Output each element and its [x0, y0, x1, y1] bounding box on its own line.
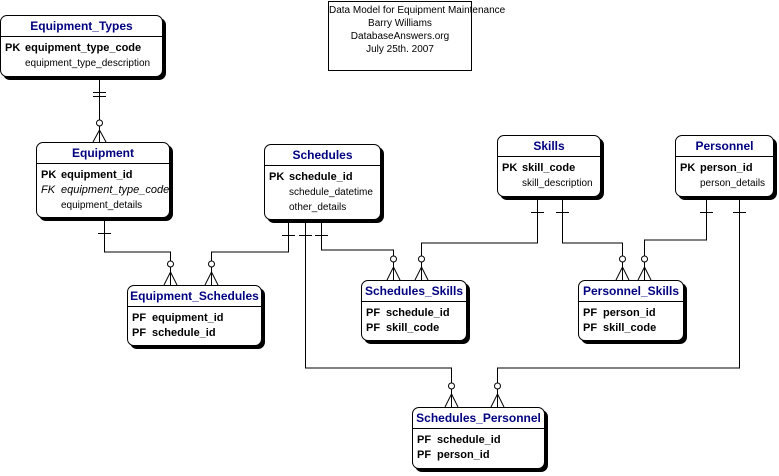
- attribute-row: equipment_type_description: [1, 56, 162, 71]
- attribute-row: PK equipment_type_code: [1, 41, 162, 56]
- attribute-row: skill_description: [498, 176, 600, 191]
- attribute-name: skill_code: [603, 322, 657, 334]
- entity-equipment-schedules[interactable]: Equipment_Schedules PF equipment_id PF s…: [127, 285, 262, 346]
- attribute-row: PF schedule_id: [128, 326, 261, 341]
- entity-title: Skills: [498, 136, 600, 157]
- attribute-row: schedule_datetime: [265, 185, 380, 200]
- relationship-skills-schedules-skills: [414, 197, 544, 281]
- entity-title: Equipment_Types: [1, 16, 162, 37]
- attribute-row: other_details: [265, 200, 380, 215]
- entity-skills[interactable]: Skills PK skill_code skill_description: [497, 135, 601, 197]
- attribute-name: equipment_type_code: [25, 42, 142, 54]
- attribute-row: PK schedule_id: [265, 170, 380, 185]
- attribute-name: other_details: [289, 202, 347, 213]
- note-line-author: Barry Williams: [368, 18, 432, 29]
- key-label: FK: [41, 184, 56, 196]
- note-line-date: July 25th. 2007: [366, 44, 434, 55]
- diagram-info-note: Data Model for Equipment Maintenance Bar…: [328, 1, 506, 71]
- attribute-name: equipment_type_description: [25, 58, 151, 69]
- key-label: PF: [583, 307, 598, 319]
- attribute-name: person_id: [603, 307, 656, 319]
- entity-title: Schedules: [265, 145, 380, 166]
- attribute-name: skill_code: [386, 322, 440, 334]
- key-label: PK: [5, 42, 21, 54]
- attribute-name: schedule_id: [386, 307, 450, 319]
- attribute-row: PF person_id: [413, 448, 544, 463]
- key-label: PK: [680, 162, 696, 174]
- entity-title: Equipment_Schedules: [128, 286, 261, 307]
- attribute-name: person_details: [700, 178, 766, 189]
- attribute-name: schedule_id: [437, 434, 501, 446]
- attribute-row: PF equipment_id: [128, 311, 261, 326]
- entity-title: Equipment: [37, 143, 169, 164]
- attribute-row: PK skill_code: [498, 161, 600, 176]
- attribute-row: PK equipment_id: [37, 168, 169, 183]
- attribute-row: FK equipment_type_code: [37, 183, 169, 198]
- note-line-title: Data Model for Equipment Maintenance: [329, 5, 506, 16]
- key-label: PK: [269, 171, 285, 183]
- entity-title: Personnel_Skills: [579, 281, 683, 302]
- note-line-site: DatabaseAnswers.org: [350, 31, 450, 42]
- key-label: PK: [502, 162, 518, 174]
- entity-title: Personnel: [676, 136, 773, 157]
- key-label: PF: [417, 434, 432, 446]
- entity-personnel-skills[interactable]: Personnel_Skills PF person_id PF skill_c…: [578, 280, 684, 341]
- relationship-equipment-types-equipment: [92, 77, 107, 143]
- attribute-name: equipment_details: [61, 200, 143, 211]
- entity-personnel[interactable]: Personnel PK person_id person_details: [675, 135, 774, 197]
- attribute-name: schedule_datetime: [289, 187, 373, 198]
- entity-title: Schedules_Personnel: [413, 408, 544, 429]
- attribute-name: equipment_id: [152, 312, 224, 324]
- attribute-row: person_details: [676, 176, 773, 191]
- relationship-skills-personnel-skills: [556, 197, 630, 281]
- entity-equipment[interactable]: Equipment PK equipment_id FK equipment_t…: [36, 142, 170, 218]
- relationship-personnel-personnel-skills: [637, 197, 713, 281]
- entity-title: Schedules_Skills: [362, 281, 466, 302]
- attribute-row: PF schedule_id: [413, 433, 544, 448]
- key-label: PF: [583, 322, 598, 334]
- relationship-schedules-equipment-schedules: [204, 220, 295, 286]
- attribute-name: skill_description: [522, 178, 593, 189]
- key-label: PF: [366, 307, 381, 319]
- attribute-row: PK person_id: [676, 161, 773, 176]
- attribute-name: equipment_id: [61, 169, 133, 181]
- entity-equipment-types[interactable]: Equipment_Types PK equipment_type_code e…: [0, 15, 163, 77]
- attribute-name: schedule_id: [152, 327, 216, 339]
- relationship-schedules-schedules-personnel: [299, 220, 459, 408]
- entity-schedules[interactable]: Schedules PK schedule_id schedule_dateti…: [264, 144, 381, 220]
- key-label: PF: [417, 449, 432, 461]
- entity-schedules-personnel[interactable]: Schedules_Personnel PF schedule_id PF pe…: [412, 407, 545, 469]
- attribute-row: PF skill_code: [362, 321, 466, 336]
- attribute-row: equipment_details: [37, 198, 169, 213]
- attribute-row: PF schedule_id: [362, 306, 466, 321]
- attribute-name: schedule_id: [289, 171, 353, 183]
- attribute-name: skill_code: [522, 162, 576, 174]
- attribute-row: PF skill_code: [579, 321, 683, 336]
- key-label: PK: [41, 169, 57, 181]
- key-label: PF: [366, 322, 381, 334]
- relationship-equipment-equipment-schedules: [98, 218, 178, 286]
- key-label: PF: [132, 312, 147, 324]
- attribute-name: person_id: [700, 162, 753, 174]
- relationship-schedules-schedules-skills: [315, 220, 401, 281]
- attribute-name: person_id: [437, 449, 490, 461]
- key-label: PF: [132, 327, 147, 339]
- attribute-row: PF person_id: [579, 306, 683, 321]
- relationship-personnel-schedules-personnel: [490, 197, 746, 408]
- attribute-name: equipment_type_code: [61, 184, 170, 196]
- entity-schedules-skills[interactable]: Schedules_Skills PF schedule_id PF skill…: [361, 280, 467, 341]
